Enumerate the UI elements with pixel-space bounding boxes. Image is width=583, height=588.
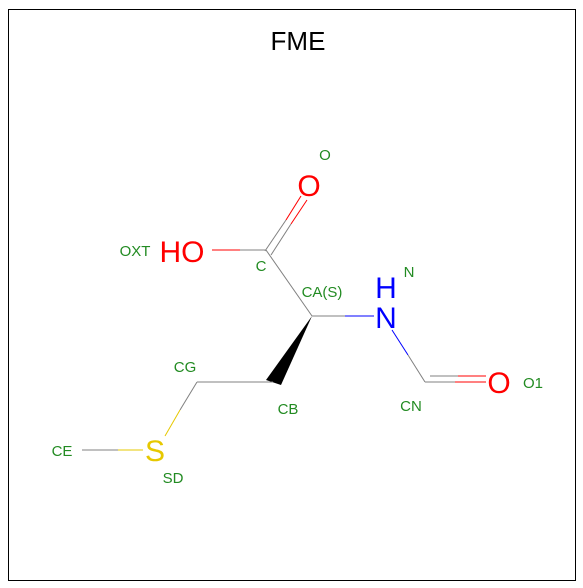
label-cg: CG [174, 359, 197, 376]
atom-oxt-symbol: HO [160, 236, 205, 269]
bond-c-o-1b [285, 195, 302, 221]
bond-cg-sd-a [179, 381, 198, 411]
label-c: C [256, 258, 267, 275]
bond-c-o-1 [264, 219, 287, 252]
atom-sd-symbol: S [145, 435, 165, 468]
diagram-title: FME [271, 26, 326, 56]
atom-symbols: O HO H N O S [145, 170, 511, 468]
label-o: O [319, 147, 331, 164]
atom-n-hydrogen: H [375, 272, 397, 305]
bond-c-o-2 [270, 223, 292, 256]
bond-n-cn-a [391, 329, 409, 356]
label-cb: CB [278, 401, 299, 418]
label-ca: CA(S) [302, 284, 343, 301]
atom-n-symbol: N [375, 302, 397, 335]
bond-c-ca [265, 249, 313, 317]
atom-o-symbol: O [297, 170, 320, 203]
bond-c-o-2b [290, 199, 308, 225]
label-o1: O1 [523, 375, 543, 392]
bond-n-cn-b [407, 354, 426, 383]
atom-o1-symbol: O [487, 367, 510, 400]
bond-cg-sd-b [164, 409, 181, 437]
atom-labels: O OXT C CA(S) N CG CB CN O1 CE SD [52, 147, 543, 487]
bonds [82, 195, 486, 451]
label-oxt: OXT [120, 243, 151, 260]
label-ce: CE [52, 443, 73, 460]
label-cn: CN [400, 398, 422, 415]
label-sd: SD [163, 470, 184, 487]
label-n: N [404, 264, 415, 281]
diagram-frame [8, 9, 576, 581]
bond-ca-cb-wedge [266, 316, 312, 385]
